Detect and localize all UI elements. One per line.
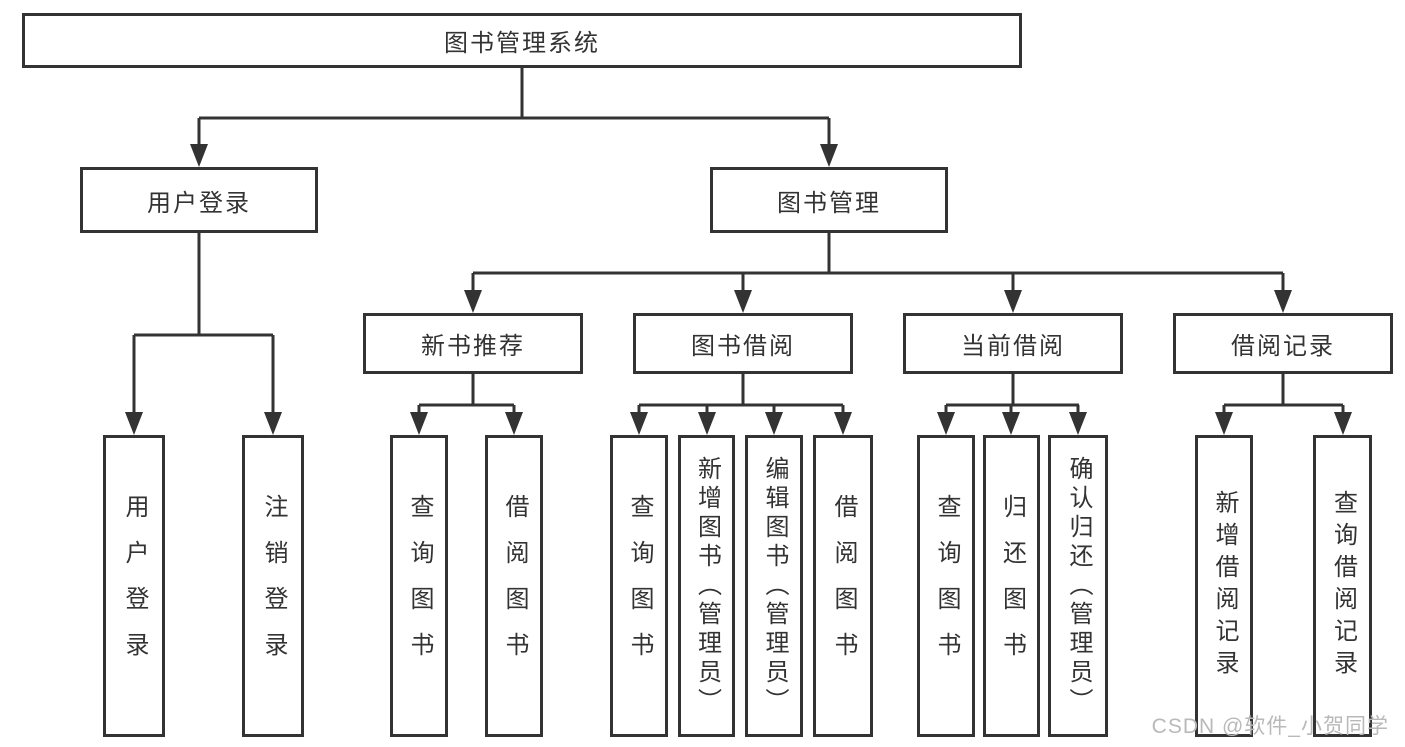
- connector-current-borrow-group: [937, 374, 1087, 435]
- leaf-query-books-1-label: 查询图书: [406, 494, 433, 678]
- connector-user-login-branch: [125, 233, 282, 435]
- node-root-label: 图书管理系统: [444, 30, 600, 57]
- arrow-to-add-book-admin: [698, 412, 716, 435]
- node-user-login-label: 用户登录: [147, 189, 251, 217]
- node-current-borrow-label: 当前借阅: [961, 333, 1065, 360]
- csdn-watermark: CSDN @软件_小贺同学: [1151, 715, 1389, 738]
- connector-new-book-recommend-group: [410, 374, 523, 435]
- line-root-branch: [197, 68, 831, 150]
- arrow-to-query-borrow-record: [1334, 412, 1352, 435]
- arrow-to-query-books-1: [410, 412, 428, 435]
- arrow-to-leaf-user-login: [125, 412, 143, 435]
- node-book-borrow: 图书借阅: [633, 313, 853, 374]
- node-new-book-recommend-label: 新书推荐: [421, 333, 525, 360]
- line-current-borrow-group: [944, 374, 1080, 418]
- leaf-return-book-label: 归还图书: [998, 494, 1026, 678]
- leaf-borrow-books-1-label: 借阅图书: [501, 494, 528, 678]
- connector-borrow-records-group: [1215, 374, 1352, 435]
- node-borrow-records-label: 借阅记录: [1231, 333, 1335, 360]
- leaf-user-login-label: 用户登录: [121, 494, 148, 678]
- leaf-query-books-1: 查询图书: [390, 435, 448, 737]
- leaf-borrow-books-1: 借阅图书: [485, 435, 543, 737]
- leaf-borrow-books-2-label: 借阅图书: [830, 494, 857, 678]
- leaf-query-books-2-label: 查询图书: [626, 494, 653, 678]
- leaf-logout-label: 注销登录: [260, 494, 287, 678]
- node-borrow-records: 借阅记录: [1173, 313, 1393, 374]
- node-user-login: 用户登录: [80, 167, 318, 233]
- arrow-to-leaf-logout: [264, 412, 282, 435]
- leaf-logout: 注销登录: [242, 435, 304, 737]
- leaf-confirm-return-admin: 确认归还（管理员）: [1048, 435, 1108, 737]
- leaf-query-books-3-label: 查询图书: [933, 494, 960, 678]
- connector-book-management-branch: [464, 233, 1292, 313]
- leaf-query-books-2: 查询图书: [610, 435, 668, 737]
- node-book-management-label: 图书管理: [777, 189, 881, 217]
- leaf-user-login: 用户登录: [103, 435, 165, 737]
- leaf-add-book-admin: 新增图书（管理员）: [678, 435, 735, 737]
- arrow-to-borrow-books-1: [505, 412, 523, 435]
- leaf-query-borrow-record-label: 查询借阅记录: [1329, 490, 1357, 682]
- leaf-add-borrow-record: 新增借阅记录: [1195, 435, 1253, 737]
- arrow-to-borrow-records: [1274, 290, 1292, 313]
- node-book-management: 图书管理: [710, 167, 948, 233]
- connector-book-borrow-group: [630, 374, 852, 435]
- line-book-borrow-group: [637, 374, 845, 418]
- arrow-to-confirm-return-admin: [1069, 412, 1087, 435]
- arrow-to-return-book: [1002, 412, 1020, 435]
- leaf-return-book: 归还图书: [983, 435, 1040, 737]
- leaf-query-borrow-record: 查询借阅记录: [1313, 435, 1372, 737]
- line-user-login-branch: [132, 233, 275, 418]
- arrow-to-user-login: [190, 144, 208, 167]
- arrow-to-edit-book-admin: [765, 412, 783, 435]
- arrow-to-borrow-books-2: [834, 412, 852, 435]
- leaf-borrow-books-2: 借阅图书: [813, 435, 873, 737]
- arrow-to-add-borrow-record: [1215, 412, 1233, 435]
- node-current-borrow: 当前借阅: [903, 313, 1123, 374]
- node-new-book-recommend: 新书推荐: [363, 313, 583, 374]
- leaf-edit-book-admin: 编辑图书（管理员）: [745, 435, 803, 737]
- line-book-management-branch: [471, 233, 1285, 296]
- leaf-add-book-admin-label: 新增图书（管理员）: [693, 455, 721, 717]
- arrow-to-book-borrow: [734, 290, 752, 313]
- arrow-to-query-books-3: [937, 412, 955, 435]
- node-root: 图书管理系统: [22, 13, 1022, 68]
- connector-root-branch: [190, 68, 838, 167]
- arrow-to-book-management: [820, 144, 838, 167]
- line-borrow-records-group: [1222, 374, 1345, 418]
- arrow-to-new-book-recommend: [464, 290, 482, 313]
- arrow-to-query-books-2: [630, 412, 648, 435]
- arrow-to-current-borrow: [1004, 290, 1022, 313]
- leaf-edit-book-admin-label: 编辑图书（管理员）: [761, 455, 788, 717]
- node-book-borrow-label: 图书借阅: [691, 333, 795, 360]
- leaf-query-books-3: 查询图书: [917, 435, 975, 737]
- leaf-add-borrow-record-label: 新增借阅记录: [1211, 490, 1238, 682]
- line-new-book-recommend-group: [417, 374, 516, 418]
- leaf-confirm-return-admin-label: 确认归还（管理员）: [1065, 455, 1092, 717]
